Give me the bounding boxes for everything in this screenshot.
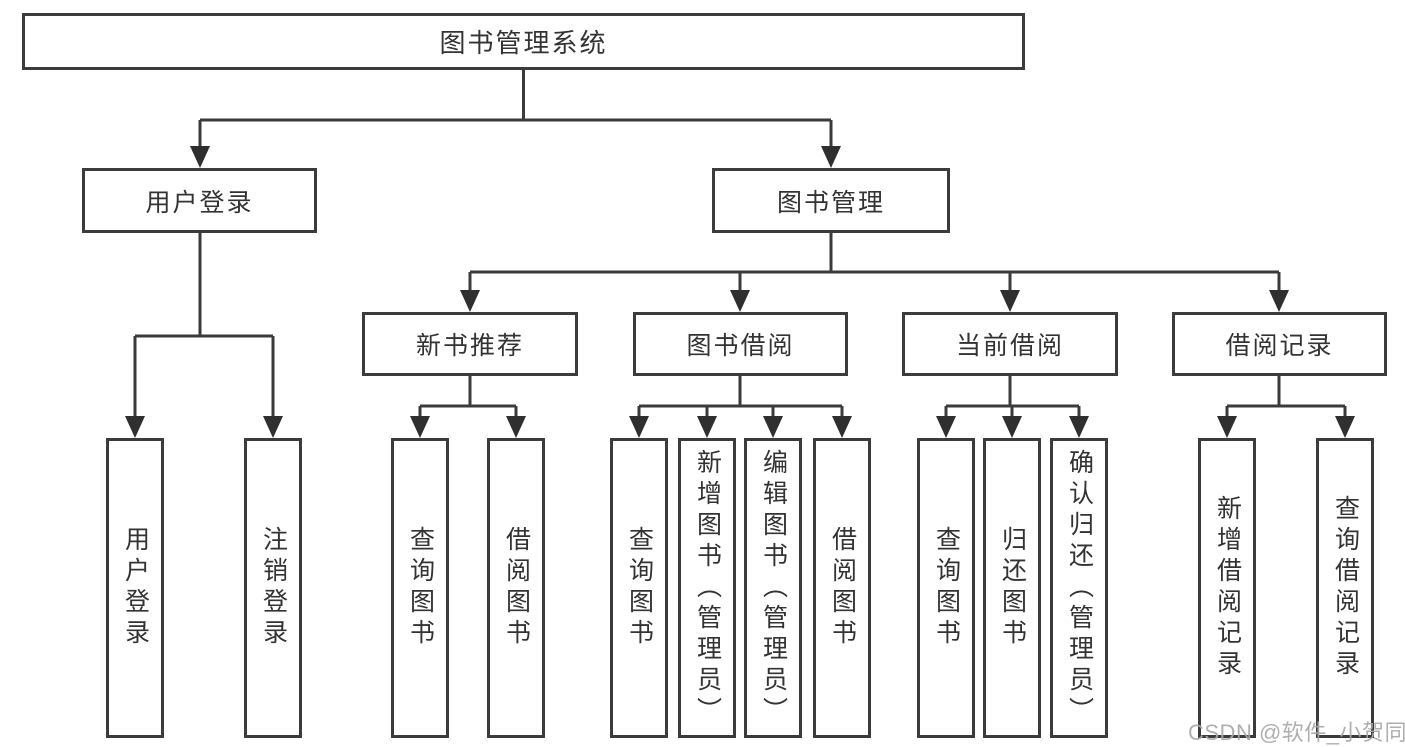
leaf-query-books-current-label: 查询图书 [932,526,961,650]
arrowheads [125,146,1355,438]
leaf-query-books-borrow-label: 查询图书 [625,526,654,650]
connector-current-to-leaves [944,376,1081,418]
connector-user-login-to-leaves [133,233,275,418]
leaf-query-borrow-record: 查询借阅记录 [1316,438,1374,738]
leaf-add-borrow-record-label: 新增借阅记录 [1213,495,1242,681]
leaf-query-books-newbook-label: 查询图书 [406,526,435,650]
leaf-return-books: 归还图书 [983,438,1041,738]
leaf-logout: 注销登录 [244,438,302,738]
leaf-logout-label: 注销登录 [259,526,288,650]
connector-borrow-to-leaves [637,376,844,418]
leaf-return-books-label: 归还图书 [998,526,1027,650]
node-book-borrowing: 图书借阅 [633,312,848,376]
leaf-query-books-newbook: 查询图书 [391,438,449,738]
csdn-watermark: CSDN @软件_小贺同学 [1188,720,1405,745]
leaf-borrow-books-newbook: 借阅图书 [487,438,545,738]
connector-book-mgmt-to-level3 [468,233,1281,292]
node-new-book-recommendation: 新书推荐 [362,312,578,376]
leaf-add-borrow-record: 新增借阅记录 [1198,438,1256,738]
leaf-user-login-label: 用户登录 [121,526,150,650]
leaf-query-books-current: 查询图书 [917,438,975,738]
node-book-management-system: 图书管理系统 [22,13,1025,70]
leaf-borrow-books: 借阅图书 [813,438,871,738]
node-user-login: 用户登录 [82,168,317,233]
connector-root-to-level2 [198,70,833,150]
node-borrowing-records: 借阅记录 [1172,312,1387,376]
leaf-query-books-borrow: 查询图书 [610,438,668,738]
node-current-borrowing: 当前借阅 [902,312,1118,376]
leaf-confirm-return-admin-label: 确认归还（管理员） [1065,448,1094,728]
leaf-edit-books-admin-label: 编辑图书（管理员） [759,448,788,728]
leaf-edit-books-admin: 编辑图书（管理员） [744,438,802,738]
connector-records-to-leaves [1225,376,1347,418]
leaf-user-login: 用户登录 [106,438,164,738]
leaf-borrow-books-newbook-label: 借阅图书 [502,526,531,650]
leaf-query-borrow-record-label: 查询借阅记录 [1331,495,1360,681]
leaf-confirm-return-admin: 确认归还（管理员） [1050,438,1108,738]
leaf-borrow-books-label: 借阅图书 [828,526,857,650]
leaf-add-books-admin-label: 新增图书（管理员） [693,448,722,728]
node-book-management: 图书管理 [712,168,950,233]
leaf-add-books-admin: 新增图书（管理员） [678,438,736,738]
connector-newbook-to-leaves [418,376,518,418]
